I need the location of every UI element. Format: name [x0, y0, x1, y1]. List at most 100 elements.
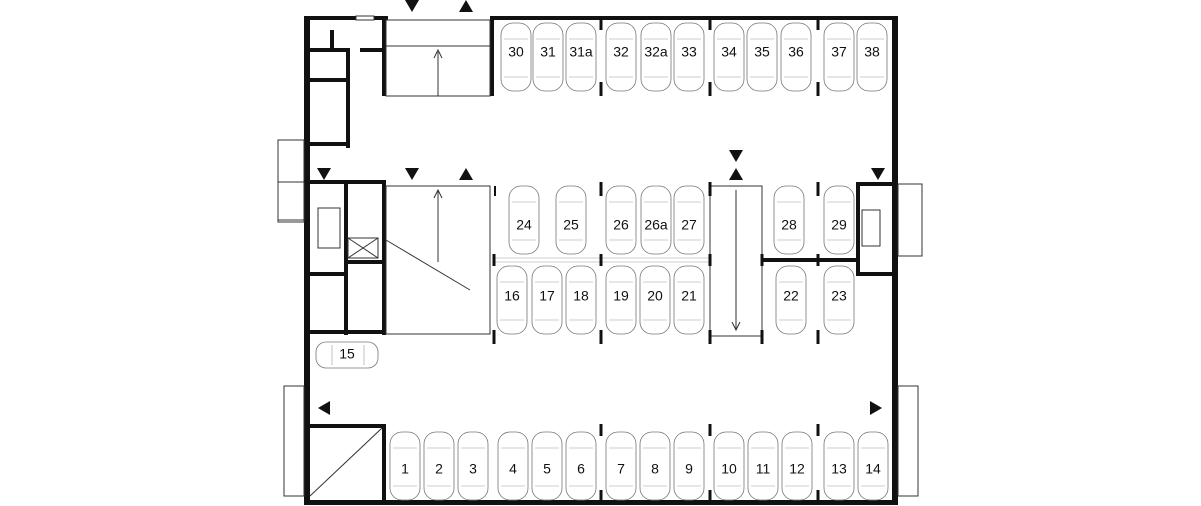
- car-outline: [781, 431, 813, 501]
- parking-spot: 11: [747, 431, 779, 501]
- car-outline: [856, 22, 888, 92]
- direction-arrow-up: [729, 168, 743, 180]
- direction-arrow-down: [871, 168, 885, 180]
- parking-spot: 1: [389, 431, 421, 501]
- pillar: [816, 330, 820, 344]
- car-outline: [565, 431, 597, 501]
- car-outline: [532, 22, 564, 92]
- parking-spot: 26: [605, 185, 637, 255]
- parking-spot: 6: [565, 431, 597, 501]
- bottom-left-ramp: [283, 385, 919, 504]
- spot-number-label: 2: [435, 461, 443, 477]
- spot-number-label: 4: [509, 461, 517, 477]
- parking-spot: 15: [315, 341, 379, 369]
- parking-spot: 8: [639, 431, 671, 501]
- spot-number-label: 32: [613, 44, 629, 60]
- spot-number-label: 14: [865, 461, 881, 477]
- parking-spot: 24: [508, 185, 540, 255]
- spot-number-label: 31: [540, 44, 556, 60]
- car-outline: [773, 185, 805, 255]
- car-outline: [496, 265, 528, 335]
- spot-number-label: 29: [831, 217, 847, 233]
- car-outline: [713, 431, 745, 501]
- car-outline: [673, 22, 705, 92]
- direction-arrow-up: [459, 0, 473, 12]
- spot-number-label: 24: [516, 217, 532, 233]
- spot-number-label: 37: [831, 44, 847, 60]
- spot-number-label: 23: [831, 288, 847, 304]
- pillar: [599, 182, 603, 196]
- car-outline: [823, 185, 855, 255]
- parking-spot: 18: [565, 265, 597, 335]
- car-outline: [673, 265, 705, 335]
- car-outline: [640, 22, 672, 92]
- pillar: [816, 254, 820, 266]
- car-outline: [605, 431, 637, 501]
- car-outline: [746, 22, 778, 92]
- spot-number-label: 1: [401, 461, 409, 477]
- middle-left-core: [277, 180, 491, 335]
- car-outline: [605, 22, 637, 92]
- spot-number-label: 15: [339, 346, 355, 362]
- car-outline: [565, 22, 597, 92]
- car-outline: [823, 22, 855, 92]
- outer-walls: [304, 16, 898, 505]
- parking-spot: 5: [531, 431, 563, 501]
- direction-arrow-down: [317, 168, 331, 180]
- car-outline: [508, 185, 540, 255]
- parking-spot: 12: [781, 431, 813, 501]
- right-stair-core: [856, 182, 923, 276]
- direction-arrows: [317, 0, 885, 415]
- car-outline: [673, 431, 705, 501]
- pillar: [599, 82, 603, 96]
- pillars: [492, 20, 820, 500]
- parking-spot: 20: [639, 265, 671, 335]
- parking-spot: 13: [823, 431, 855, 501]
- car-outline: [640, 185, 672, 255]
- spot-number-label: 3: [469, 461, 477, 477]
- car-outline: [639, 265, 671, 335]
- direction-arrow-up: [459, 168, 473, 180]
- car-outline: [673, 185, 705, 255]
- spot-number-label: 22: [783, 288, 799, 304]
- car-outline: [823, 265, 855, 335]
- car-outline: [713, 22, 745, 92]
- car-outline: [823, 431, 855, 501]
- spot-number-label: 19: [613, 288, 629, 304]
- car-outline: [531, 431, 563, 501]
- car-outline: [500, 22, 532, 92]
- parking-spot: 38: [856, 22, 888, 92]
- pillar: [599, 490, 603, 500]
- pillar: [816, 424, 820, 436]
- spot-number-label: 32a: [644, 44, 668, 60]
- car-outline: [780, 22, 812, 92]
- pillar: [708, 182, 712, 196]
- pillar: [599, 424, 603, 436]
- spot-number-label: 5: [543, 461, 551, 477]
- parking-spot: 25: [555, 185, 587, 255]
- pillar: [708, 490, 712, 500]
- car-outline: [857, 431, 889, 501]
- spot-number-label: 11: [756, 461, 771, 477]
- direction-arrow-right: [870, 401, 882, 415]
- parking-spot: 28: [773, 185, 805, 255]
- car-outline: [639, 431, 671, 501]
- car-outline: [605, 185, 637, 255]
- spot-number-label: 35: [754, 44, 770, 60]
- spot-number-label: 17: [539, 288, 555, 304]
- spot-number-label: 7: [617, 461, 625, 477]
- parking-spot: 19: [605, 265, 637, 335]
- direction-arrow-down: [405, 168, 419, 180]
- pillar: [816, 490, 820, 500]
- parking-spot: 17: [531, 265, 563, 335]
- parking-spot: 14: [857, 431, 889, 501]
- pillar: [816, 182, 820, 196]
- spot-number-label: 38: [864, 44, 880, 60]
- car-outline: [315, 341, 379, 369]
- parking-spot: 33: [673, 22, 705, 92]
- pillar: [599, 254, 603, 266]
- spot-number-label: 31a: [569, 44, 593, 60]
- spot-number-label: 26: [613, 217, 629, 233]
